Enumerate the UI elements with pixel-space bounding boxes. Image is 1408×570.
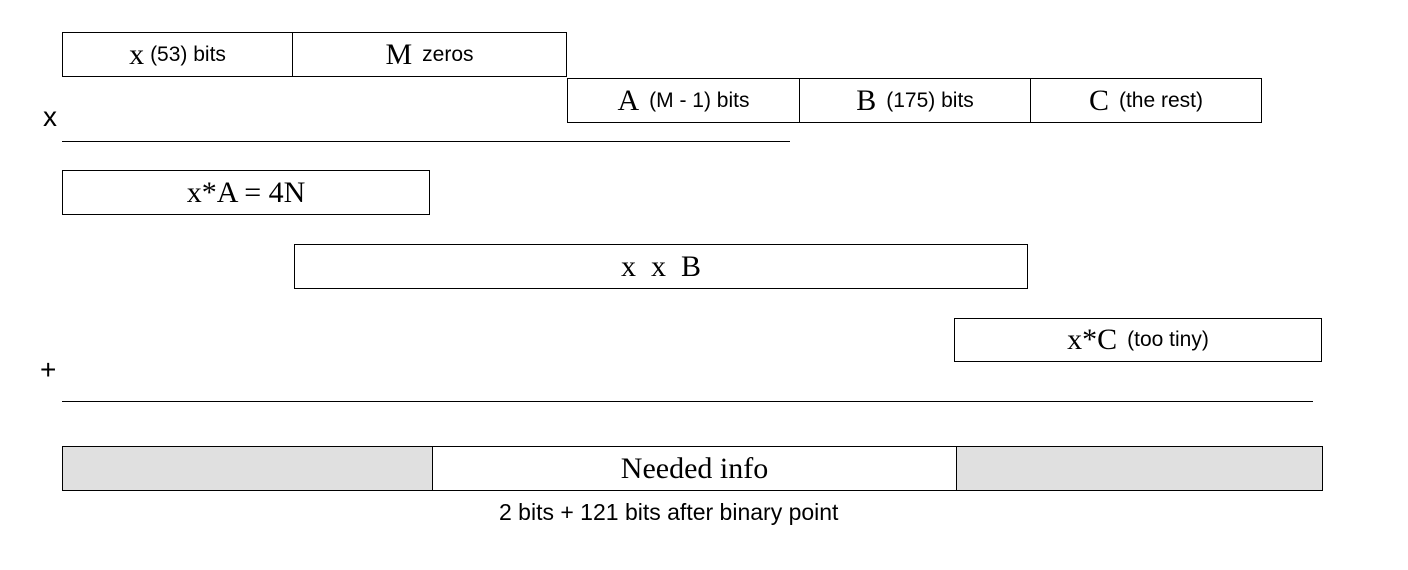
needed-info-box: Needed info: [432, 446, 957, 491]
product-x-c-detail: (too tiny): [1127, 328, 1209, 351]
multiply-rule: [62, 141, 790, 142]
product-x-b-box: x x B: [294, 244, 1028, 289]
product-x-b-label: x x B: [620, 249, 701, 283]
multiply-operator: x: [43, 101, 57, 132]
product-x-a-label: x*A = 4N: [186, 175, 306, 209]
x-bits-box: x (53) bits: [62, 32, 293, 77]
a-bits-box: A (M - 1) bits: [567, 78, 800, 123]
x-bits-symbol: x: [129, 37, 145, 71]
needed-info-label: Needed info: [620, 451, 769, 485]
result-left-shaded-box: [62, 446, 433, 491]
m-zeros-detail: zeros: [422, 42, 474, 66]
a-bits-symbol: A: [617, 83, 640, 117]
b-bits-detail: (175) bits: [886, 88, 974, 112]
product-x-c-symbol: x*C: [1067, 323, 1118, 356]
a-bits-detail: (M - 1) bits: [649, 88, 750, 112]
result-right-shaded-box: [956, 446, 1323, 491]
sum-rule: [62, 401, 1313, 402]
b-bits-box: B (175) bits: [799, 78, 1031, 123]
x-bits-detail: (53) bits: [150, 42, 226, 66]
m-zeros-box: M zeros: [292, 32, 567, 77]
c-rest-detail: (the rest): [1118, 88, 1204, 112]
m-zeros-symbol: M: [385, 37, 413, 71]
c-rest-box: C (the rest): [1030, 78, 1262, 123]
product-x-a-box: x*A = 4N: [62, 170, 430, 215]
c-rest-symbol: C: [1088, 83, 1109, 117]
product-x-c-box: x*C (too tiny): [954, 318, 1322, 362]
needed-info-caption: 2 bits + 121 bits after binary point: [499, 499, 839, 525]
b-bits-symbol: B: [856, 83, 877, 117]
add-operator: +: [40, 354, 57, 385]
